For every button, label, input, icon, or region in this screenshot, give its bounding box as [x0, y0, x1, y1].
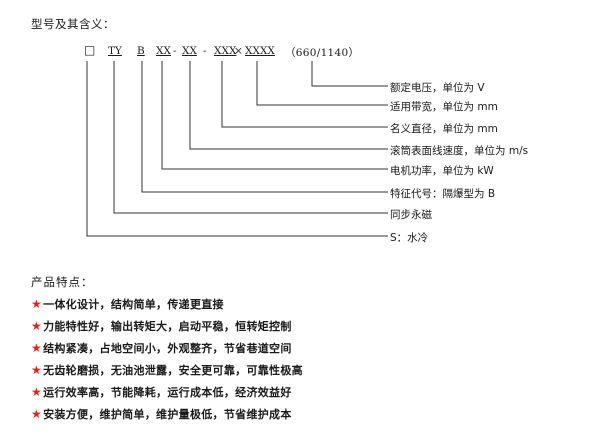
star-icon: ★ — [31, 297, 43, 311]
model-code-voltage: （660/1140） — [285, 47, 360, 59]
leader-line-speed — [189, 61, 388, 150]
feature-item: ★安装方便，维护简单，维护量极低，节省维护成本 — [31, 406, 292, 422]
model-code-ty: TY — [108, 45, 122, 57]
star-icon: ★ — [31, 363, 43, 377]
model-code-dash-1: - — [173, 45, 177, 57]
desc-motor-power: 电机功率，单位为 kW — [390, 165, 494, 177]
desc-synchronous-pm: 同步永磁 — [390, 209, 432, 221]
model-code-power: XX — [156, 45, 171, 57]
desc-rated-voltage: 额定电压，单位为 V — [390, 82, 485, 94]
star-icon: ★ — [31, 341, 43, 355]
star-icon: ★ — [31, 407, 43, 421]
feature-text: 无齿轮磨损，无油池泄露，安全更可靠，可靠性极高 — [43, 364, 303, 377]
model-code-diameter: XXX — [214, 45, 237, 57]
leader-line-feature-code — [141, 61, 388, 193]
leader-line-diameter — [221, 61, 388, 128]
feature-item: ★无齿轮磨损，无油池泄露，安全更可靠，可靠性极高 — [31, 362, 303, 378]
feature-text: 一体化设计，结构简单，传递更直接 — [43, 298, 224, 311]
leader-line-synchronous — [113, 61, 388, 214]
leader-line-cooling — [86, 61, 388, 237]
feature-text: 运行效率高，节能降耗，运行成本低，经济效益好 — [43, 386, 292, 399]
leader-line-power — [161, 61, 388, 170]
model-code-prefix-box: □ — [84, 43, 96, 57]
feature-text: 结构紧凑，占地空间小，外观整齐，节省巷道空间 — [43, 342, 292, 355]
desc-nominal-diameter: 名义直径，单位为 mm — [390, 123, 498, 135]
desc-bandwidth: 适用带宽，单位为 mm — [390, 101, 498, 113]
model-code-times: × — [234, 45, 243, 57]
feature-item: ★一体化设计，结构简单，传递更直接 — [31, 296, 224, 312]
star-icon: ★ — [31, 385, 43, 399]
model-code-b: B — [137, 45, 145, 57]
feature-text: 力能特性好，输出转矩大，启动平稳，恒转矩控制 — [43, 320, 292, 333]
page-title: 型号及其含义： — [31, 17, 115, 31]
leader-line-bandwidth — [256, 61, 388, 106]
features-title: 产品特点： — [31, 275, 94, 289]
desc-feature-code: 特征代号：隔爆型为 B — [390, 188, 496, 200]
feature-item: ★结构紧凑，占地空间小，外观整齐，节省巷道空间 — [31, 340, 292, 356]
model-code-speed: XX — [182, 45, 197, 57]
leader-line-voltage — [311, 61, 388, 87]
feature-item: ★运行效率高，节能降耗，运行成本低，经济效益好 — [31, 384, 292, 400]
model-code-bandwidth: XXXX — [245, 45, 275, 57]
feature-item: ★力能特性好，输出转矩大，启动平稳，恒转矩控制 — [31, 318, 292, 334]
desc-water-cooling: S：水冷 — [390, 232, 429, 244]
desc-drum-speed: 滚筒表面线速度，单位为 m/s — [390, 145, 529, 157]
model-code-dash-2: - — [203, 45, 207, 57]
feature-text: 安装方便，维护简单，维护量极低，节省维护成本 — [43, 408, 292, 421]
star-icon: ★ — [31, 319, 43, 333]
